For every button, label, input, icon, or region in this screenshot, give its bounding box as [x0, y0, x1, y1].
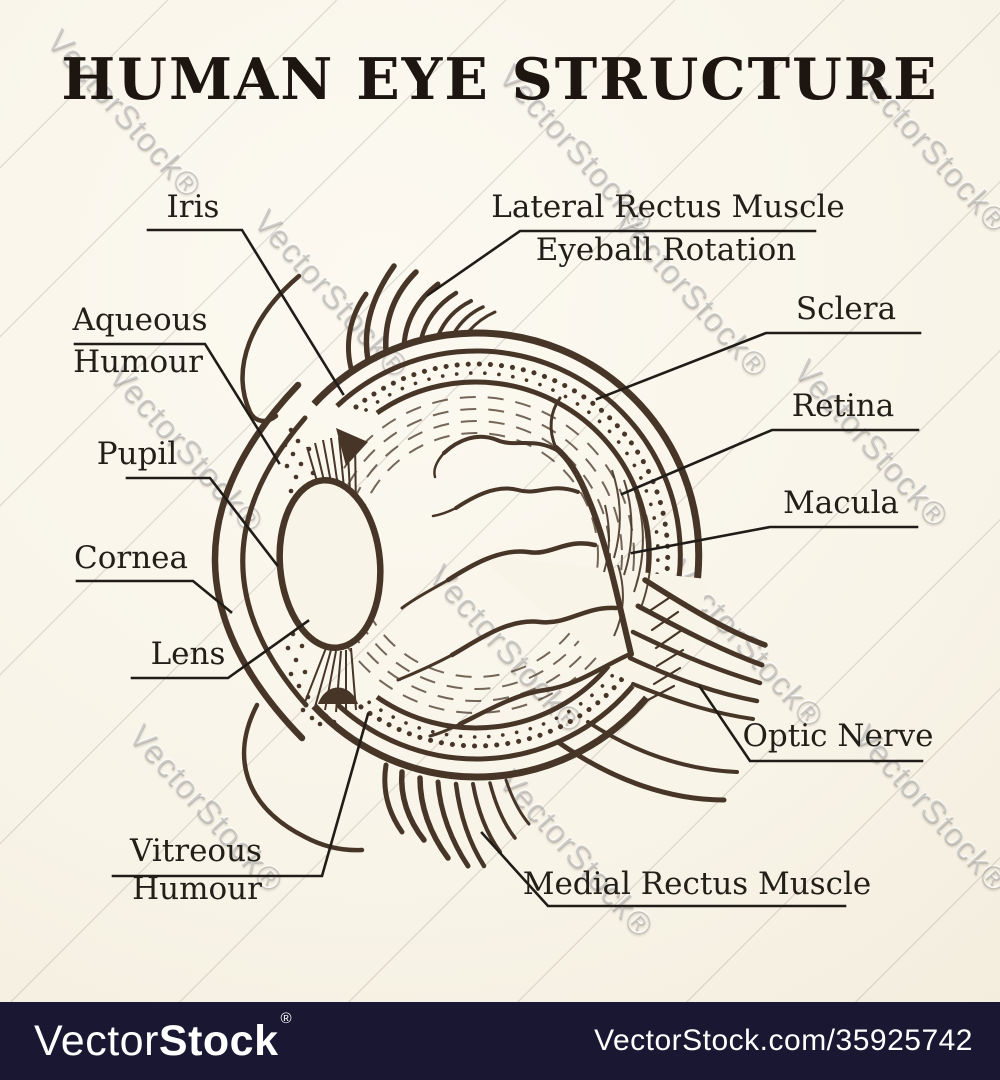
label-optic-nerve: Optic Nerve	[742, 718, 934, 754]
lateral-rectus-lashes	[345, 263, 497, 375]
label-pointer-lines	[73, 228, 924, 908]
pointer-aqueous	[73, 342, 281, 465]
label-retina: Retina	[791, 388, 895, 424]
label-lateral-rectus: Lateral Rectus Muscle	[491, 189, 845, 225]
pointer-medial-rectus	[480, 831, 847, 908]
pointer-cornea	[75, 579, 233, 614]
label-sclera: Sclera	[795, 291, 897, 327]
eyeball-wall	[311, 329, 703, 781]
label-aqueous-line2: Humour	[73, 344, 203, 380]
registered-mark: ®	[280, 1010, 293, 1028]
vectorstock-logo: VectorStock®	[34, 1010, 292, 1066]
retinal-blood-vessels	[396, 396, 634, 738]
image-credit-url: VectorStock.com/35925742	[594, 1024, 973, 1057]
label-medial-rectus: Medial Rectus Muscle	[522, 866, 872, 902]
pointer-lateral-rectus	[426, 229, 817, 297]
page-title: HUMAN EYE STRUCTURE	[61, 46, 939, 113]
cornea-arcs	[211, 381, 309, 742]
macula-hatching	[603, 469, 652, 637]
label-eyeball-rotation: Eyeball Rotation	[535, 232, 797, 268]
brand-light: Vector	[34, 1016, 159, 1065]
brand-bold: Stock	[158, 1016, 279, 1065]
label-vitreous-line2: Humour	[132, 871, 262, 907]
label-aqueous-line1: Aqueous	[72, 302, 208, 338]
pointer-pupil	[125, 476, 279, 567]
label-vitreous-line1: Vitreous	[130, 833, 262, 869]
eyelid-curves	[240, 273, 365, 853]
label-cornea: Cornea	[74, 540, 188, 576]
medial-rectus-lashes	[382, 762, 531, 869]
pointer-macula	[630, 525, 919, 555]
pointer-optic-nerve	[698, 685, 924, 763]
label-pupil: Pupil	[96, 436, 178, 472]
optic-nerve-fibers	[555, 577, 768, 803]
label-macula: Macula	[783, 485, 899, 521]
pointer-vitreous	[111, 712, 370, 878]
watermark-footer-bar: VectorStock® VectorStock.com/35925742	[0, 1002, 1000, 1080]
pointer-retina	[620, 428, 920, 496]
pointer-lens	[130, 619, 310, 680]
pointer-iris	[146, 228, 345, 396]
lens-shape	[276, 476, 384, 652]
pointer-sclera	[595, 331, 922, 401]
label-lens: Lens	[150, 636, 226, 672]
label-iris: Iris	[166, 189, 220, 225]
